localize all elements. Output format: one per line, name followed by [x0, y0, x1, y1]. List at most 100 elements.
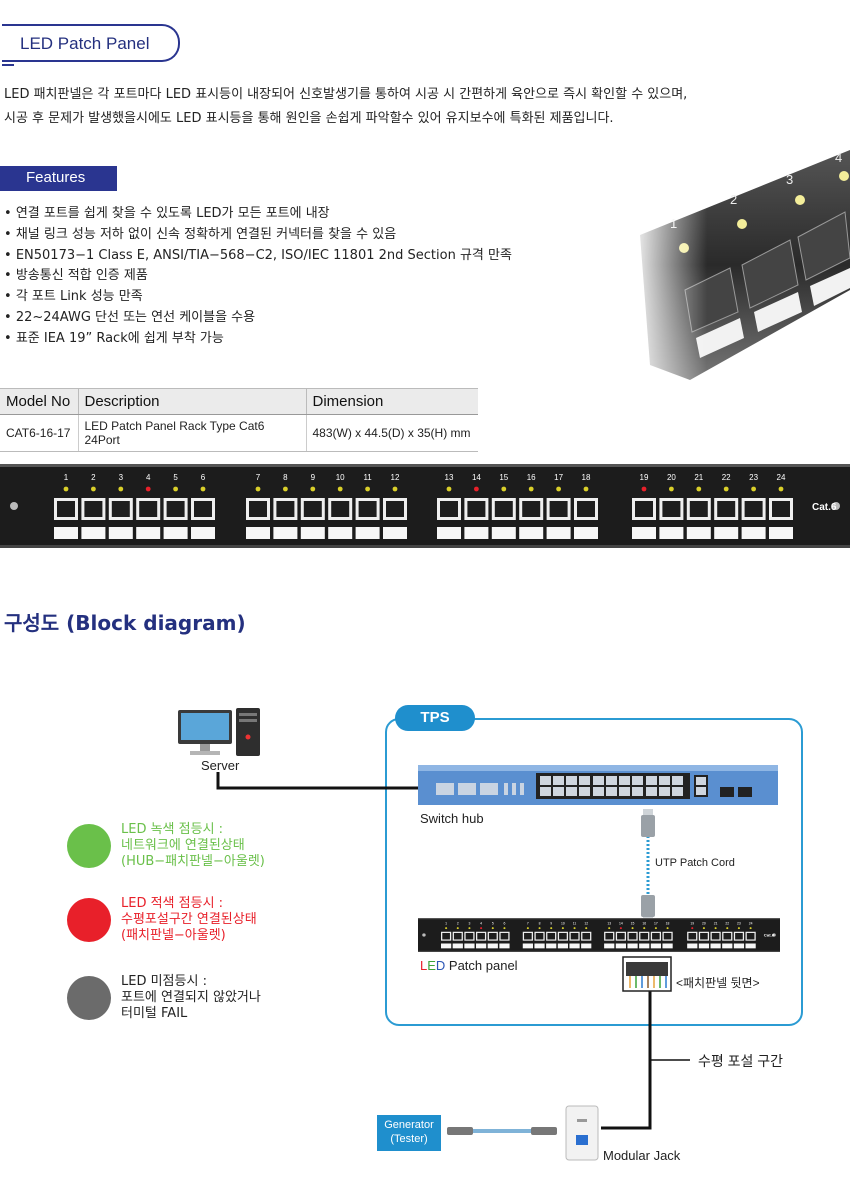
mount-hole-icon — [832, 502, 840, 510]
led-text-red: L — [420, 958, 428, 973]
port-led-icon — [654, 927, 657, 930]
table-row: CAT6-16-17 LED Patch Panel Rack Type Cat… — [0, 414, 478, 452]
tps-box — [385, 718, 803, 1026]
port-label-strip — [557, 943, 568, 949]
led-status-line: 네트워크에 연결된상태 — [121, 838, 245, 853]
port-number: 3 — [469, 922, 471, 926]
port-led-icon — [446, 486, 452, 492]
port-number: 21 — [694, 473, 703, 482]
port-jack-hole — [617, 932, 625, 940]
tester-cable-icon — [447, 1127, 557, 1135]
port-jack-hole — [465, 932, 474, 940]
port-label-strip — [686, 527, 711, 539]
port-led-icon — [691, 927, 694, 930]
port-jack-hole — [547, 932, 556, 940]
port-number: 18 — [582, 473, 591, 482]
panel-back-label: <패치판넬 뒷면> — [676, 976, 760, 990]
port-label-strip — [355, 527, 380, 539]
feature-item: • 연결 포트를 쉽게 찾을 수 있도록 LED가 모든 포트에 내장 — [4, 202, 330, 221]
port-led-icon — [696, 486, 702, 492]
led-status-icon — [67, 898, 111, 942]
bullet-icon: • — [4, 268, 16, 284]
port-jack-hole — [442, 932, 450, 940]
bullet-icon: • — [4, 226, 16, 242]
port-led-icon — [365, 486, 370, 492]
port-led-icon — [173, 486, 179, 492]
led-status-line: LED 미점등시 : — [121, 974, 207, 989]
feature-item: • 표준 IEA 19” Rack에 쉽게 부착 가능 — [4, 327, 224, 346]
port-label-strip — [733, 943, 745, 949]
port-label-strip — [81, 527, 106, 539]
led-status-line: 수평포설구간 연결된상태 — [121, 912, 257, 927]
spec-table: Model No Description Dimension CAT6-16-1… — [0, 388, 478, 452]
port-jack-hole — [166, 501, 185, 517]
modular-jack-icon — [565, 1105, 599, 1161]
table-cell: 483(W) x 44.5(D) x 35(H) mm — [306, 414, 478, 452]
port-number: 16 — [642, 922, 646, 926]
port-number: 8 — [283, 473, 288, 482]
port-number: 15 — [499, 473, 508, 482]
port-label-strip — [383, 527, 407, 539]
port-number: 23 — [737, 922, 741, 926]
port-led-icon — [118, 486, 124, 492]
port-led-icon — [714, 927, 717, 930]
port-jack-hole — [194, 501, 212, 517]
patch-panel-label-rest: Patch panel — [445, 958, 518, 973]
port-jack-hole — [276, 501, 295, 517]
port-led-icon — [641, 486, 647, 492]
features-badge: Features — [0, 166, 117, 191]
bullet-icon: • — [4, 206, 16, 221]
port-label-strip — [522, 943, 533, 949]
panel-edge — [0, 545, 850, 548]
port-number: 12 — [391, 473, 400, 482]
port-jack-hole — [717, 501, 736, 517]
intro-line-1: LED 패치판넬은 각 포트마다 LED 표시등이 내장되어 신호발생기를 통하… — [4, 87, 688, 102]
port-led-icon — [726, 927, 729, 930]
port-jack-hole — [467, 501, 486, 517]
port-led-icon — [619, 927, 622, 930]
port-jack-hole — [652, 932, 660, 940]
port-label-strip — [464, 943, 475, 949]
port-led-icon — [778, 486, 784, 492]
bullet-icon: • — [4, 289, 16, 305]
port-label-strip — [662, 943, 673, 949]
port-number: 5 — [173, 473, 178, 482]
port-number: 6 — [201, 473, 206, 482]
port-number: 19 — [640, 473, 649, 482]
port-jack-hole — [57, 501, 75, 517]
port-jack-hole — [570, 932, 579, 940]
port-label-strip — [108, 527, 133, 539]
port-number: 22 — [722, 473, 731, 482]
port-led-icon — [392, 486, 398, 492]
port-number: 9 — [550, 922, 552, 926]
port-led-icon — [456, 927, 459, 930]
port-number: 19 — [690, 922, 694, 926]
port-label-strip — [273, 527, 298, 539]
port-led-icon — [310, 486, 316, 492]
port-label-strip — [491, 527, 516, 539]
feature-item: • EN50173−1 Class E, ANSI/TIA−568−C2, IS… — [4, 244, 512, 263]
diagram-title: 구성도 (Block diagram) — [4, 611, 246, 635]
port-label-strip — [546, 527, 571, 539]
port-label-strip — [714, 527, 739, 539]
port-jack-hole — [635, 501, 653, 517]
port-led-icon — [526, 927, 529, 930]
port-jack-hole — [522, 501, 541, 517]
bullet-icon: • — [4, 330, 16, 346]
led-status-line: LED 녹색 점등시 : — [121, 822, 224, 837]
port-jack-hole — [303, 501, 322, 517]
port-led-icon — [751, 486, 756, 492]
port-number: 5 — [492, 922, 494, 926]
port-number: 13 — [445, 473, 454, 482]
generator-label: Generator — [384, 1119, 434, 1131]
port-number: 20 — [667, 473, 676, 482]
port-number: 16 — [527, 473, 536, 482]
table-cell: LED Patch Panel Rack Type Cat6 24Port — [78, 414, 307, 452]
intro-line-2: 시공 후 문제가 발생했을시에도 LED 표시등을 통해 원인을 손쉽게 파악할… — [4, 111, 614, 126]
port-jack-hole — [331, 501, 350, 517]
panel-edge — [418, 950, 780, 952]
led-status-text: LED 녹색 점등시 :네트워크에 연결된상태(HUB−패치판넬−아울렛) — [121, 822, 265, 870]
panel-photo: 1 2 3 4 — [630, 140, 850, 390]
port-label-strip — [615, 943, 627, 949]
